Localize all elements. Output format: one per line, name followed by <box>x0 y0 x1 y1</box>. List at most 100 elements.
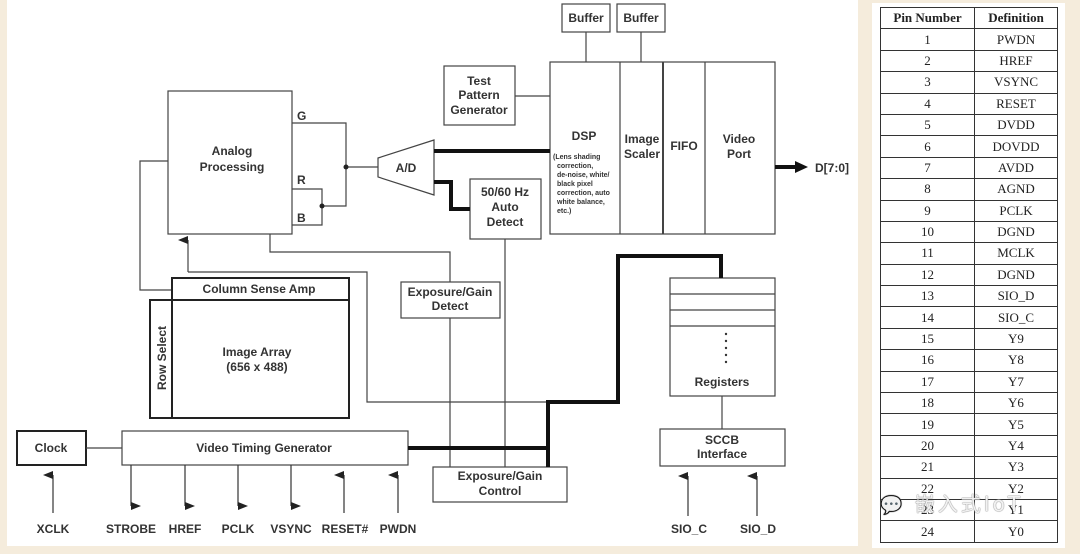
image-scaler-label-1: Image <box>625 132 660 146</box>
signal-xclk-label: XCLK <box>37 522 70 536</box>
signal-pclk-label: PCLK <box>222 522 255 536</box>
pin-number-cell: 17 <box>880 370 975 394</box>
column-sense-amp-label: Column Sense Amp <box>203 282 316 296</box>
pin-number-cell: 9 <box>880 199 975 222</box>
exposure-control-label-2: Control <box>479 484 522 498</box>
signal-sio-d-label: SIO_D <box>740 522 776 536</box>
row-select-label: Row Select <box>155 326 169 390</box>
buffer-label-2: Buffer <box>623 11 659 25</box>
pin-definition-cell: DOVDD <box>974 135 1058 158</box>
pin-number-cell: 6 <box>880 135 975 158</box>
pin-definition-cell: AVDD <box>974 156 1058 180</box>
pin-number-cell: 1 <box>880 28 975 51</box>
analog-processing-label-1: Analog <box>212 144 253 158</box>
channel-g-label: G <box>297 109 306 123</box>
table-header-row: Pin Number Definition <box>880 6 1058 30</box>
ad-converter-block <box>377 139 435 196</box>
fifo-label: FIFO <box>670 139 697 153</box>
video-port-label-1: Video <box>723 132 755 146</box>
test-pattern-label-3: Generator <box>450 103 508 117</box>
signal-vsync-label: VSYNC <box>270 522 312 536</box>
pin-definition-cell: DGND <box>974 263 1058 287</box>
pin-definition-cell: Y6 <box>974 392 1058 415</box>
exposure-detect-label-2: Detect <box>432 299 469 313</box>
pin-definition-cell: Y5 <box>974 413 1058 436</box>
pin-definition-cell: Y2 <box>974 477 1058 500</box>
signal-sio-c-label: SIO_C <box>671 522 707 536</box>
pin-definition-cell: Y8 <box>974 349 1058 372</box>
registers-label: Registers <box>695 375 750 389</box>
dsp-desc-line-4: black pixel <box>557 181 593 188</box>
pin-definition-cell: HREF <box>974 49 1058 73</box>
pin-number-cell: 11 <box>880 242 975 265</box>
channel-b-label: B <box>297 211 306 225</box>
pin-number-cell: 20 <box>880 434 975 458</box>
signal-strobe-label: STROBE <box>106 522 156 536</box>
analog-processing-block <box>167 90 293 235</box>
exposure-detect-label-1: Exposure/Gain <box>408 285 493 299</box>
block-diagram: Buffer Buffer Test Pattern Generator Ana… <box>16 3 849 536</box>
analog-processing-label-2: Processing <box>200 160 265 174</box>
pin-number-cell: 21 <box>880 456 975 479</box>
pin-number-cell: 8 <box>880 178 975 201</box>
auto-detect-label-1: 50/60 Hz <box>481 185 529 199</box>
dsp-desc-line-3: de-noise, white/ <box>557 172 610 179</box>
pin-number-cell: 24 <box>880 520 975 543</box>
image-array-label-2: (656 x 488) <box>226 360 287 374</box>
sccb-interface-block <box>659 428 786 467</box>
pin-definition-cell: Y3 <box>974 456 1058 479</box>
image-array-label-1: Image Array <box>223 345 292 359</box>
exposure-control-label-1: Exposure/Gain <box>458 469 543 483</box>
clock-label: Clock <box>35 441 68 455</box>
pin-definition-cell: AGND <box>974 178 1058 201</box>
test-pattern-label-2: Pattern <box>458 88 499 102</box>
pin-definition-cell: PWDN <box>974 28 1058 51</box>
pin-definition-cell: SIO_D <box>974 285 1058 308</box>
signal-reset-label: RESET# <box>322 522 369 536</box>
pin-definition-cell: SIO_C <box>974 306 1058 329</box>
pin-definition-cell: Y4 <box>974 434 1058 458</box>
header-definition: Definition <box>974 6 1058 30</box>
buffer-label-1: Buffer <box>568 11 604 25</box>
output-bus-label: D[7:0] <box>815 161 849 175</box>
pin-number-cell: 5 <box>880 113 975 137</box>
dsp-desc-line-6: white balance, <box>556 199 605 206</box>
pin-definition-cell: DVDD <box>974 113 1058 137</box>
pin-definition-cell: Y0 <box>974 520 1058 543</box>
auto-detect-label-3: Detect <box>487 215 524 229</box>
pin-definition-cell: Y1 <box>974 498 1058 522</box>
pin-number-cell: 7 <box>880 156 975 180</box>
pin-definition-cell: RESET <box>974 92 1058 115</box>
ad-label: A/D <box>396 161 417 175</box>
sccb-label-2: Interface <box>697 447 747 461</box>
pin-number-cell: 19 <box>880 413 975 436</box>
pin-number-cell: 16 <box>880 349 975 372</box>
pin-number-cell: 2 <box>880 49 975 73</box>
header-pin-number: Pin Number <box>880 6 975 30</box>
pin-number-cell: 12 <box>880 263 975 287</box>
dsp-desc-line-5: correction, auto <box>557 190 610 197</box>
pin-definition-cell: Y9 <box>974 327 1058 351</box>
pin-definition-cell: DGND <box>974 220 1058 244</box>
pin-number-cell: 14 <box>880 306 975 329</box>
pin-number-cell: 10 <box>880 220 975 244</box>
pin-number-cell: 13 <box>880 285 975 308</box>
pin-definition-cell: MCLK <box>974 242 1058 265</box>
pin-number-cell: 15 <box>880 327 975 351</box>
